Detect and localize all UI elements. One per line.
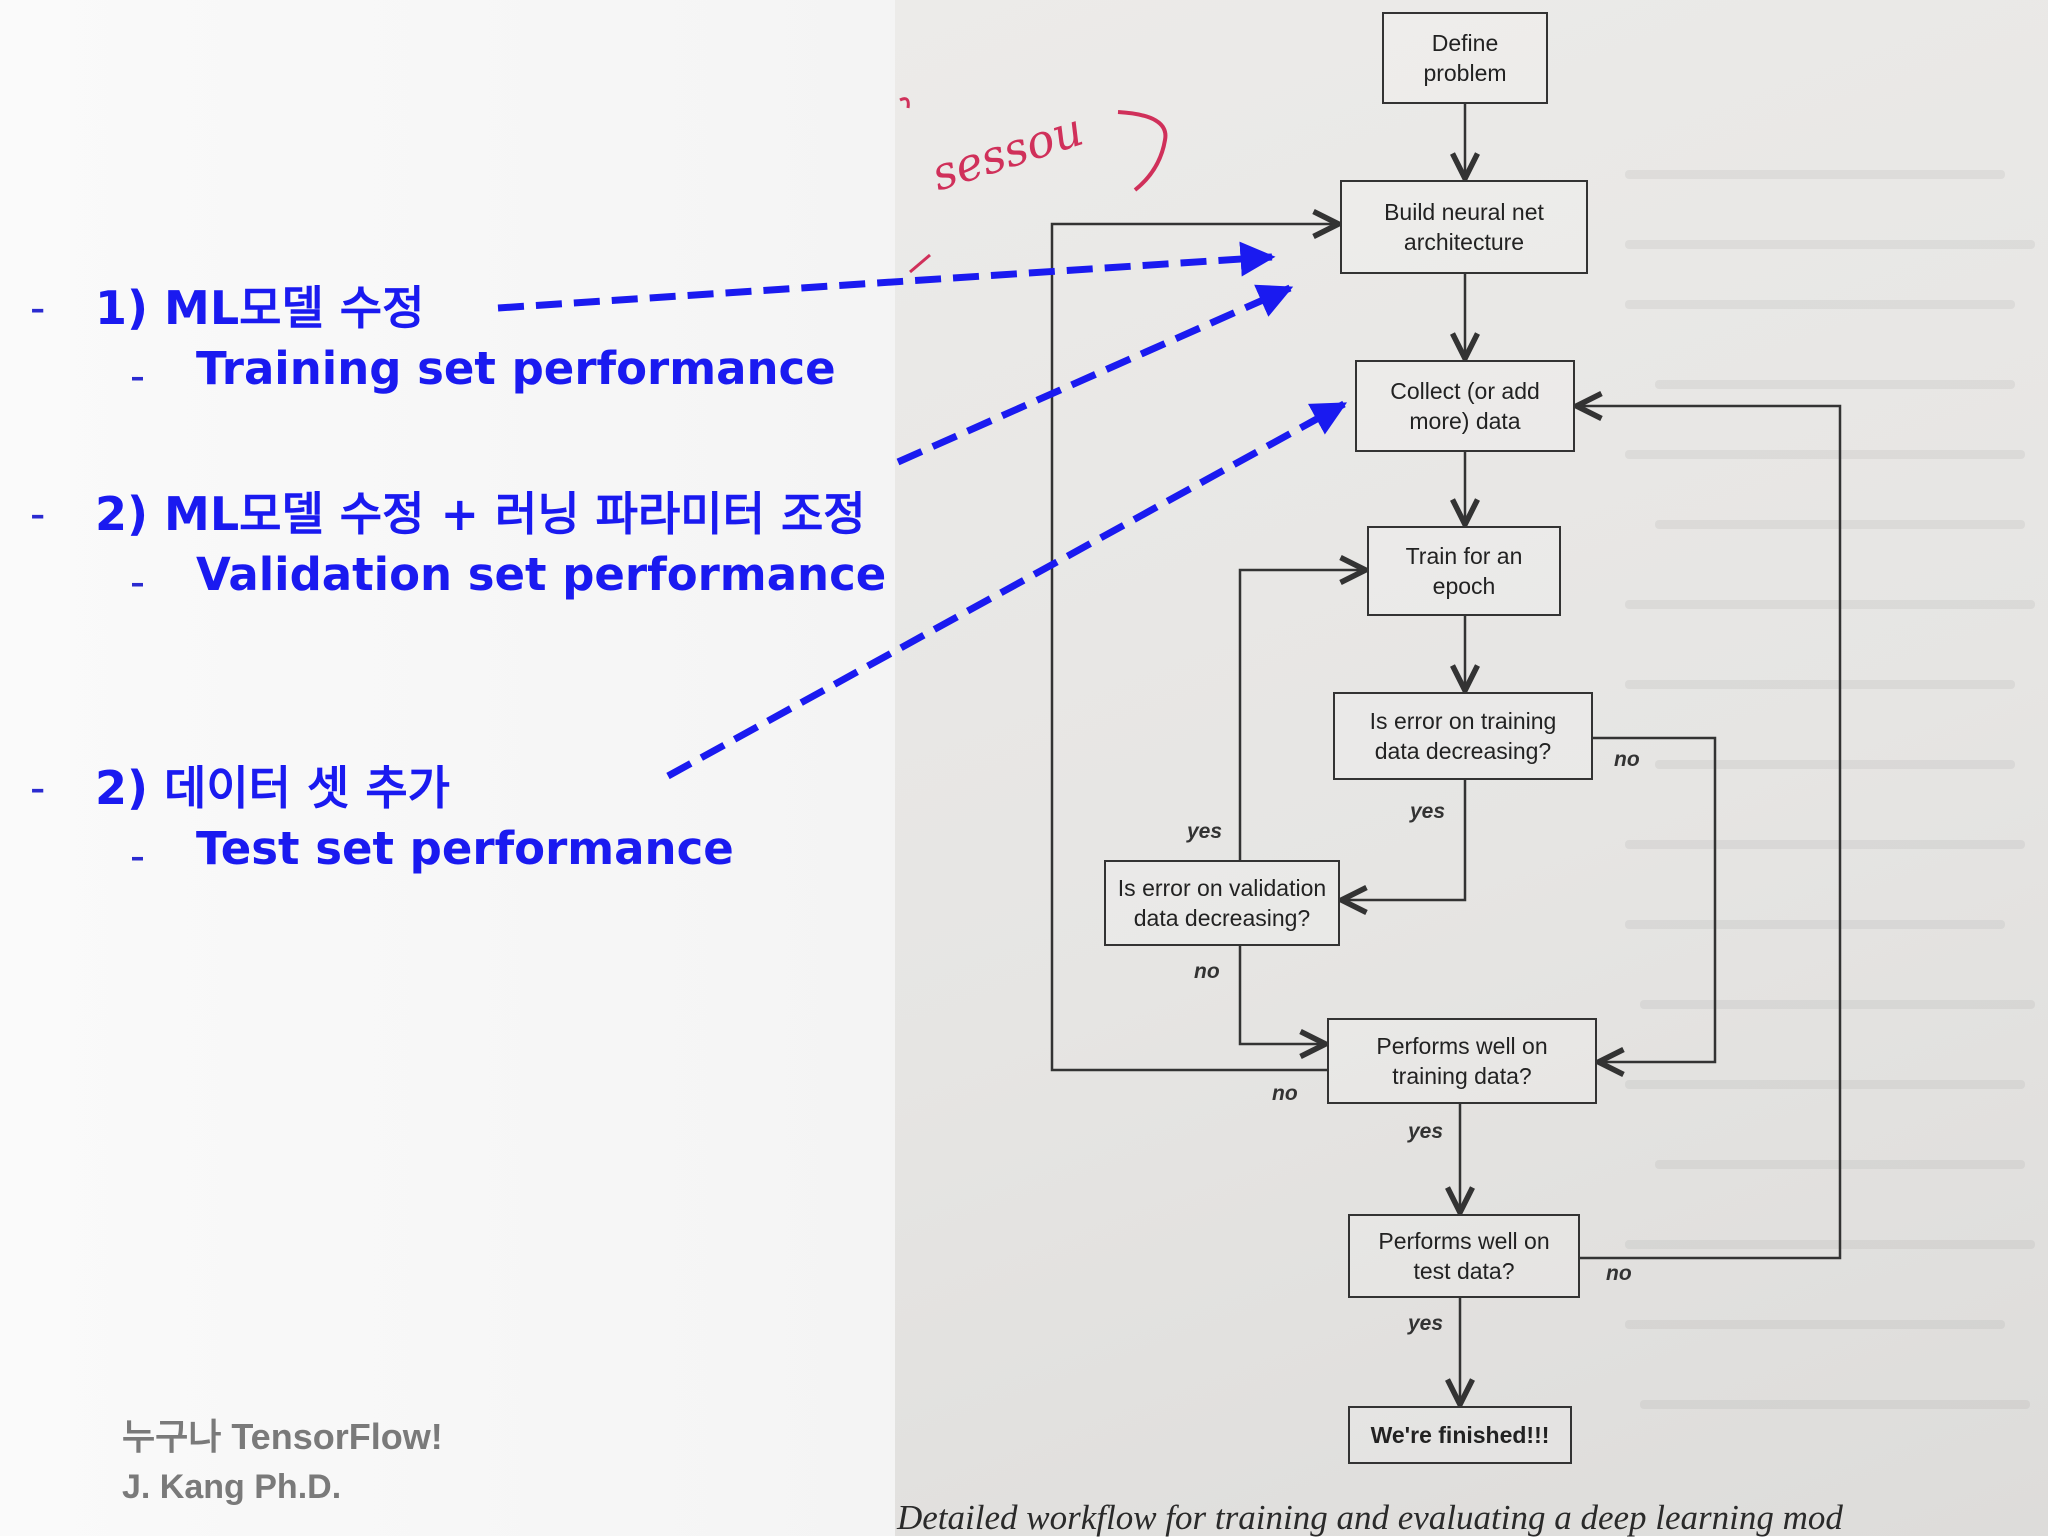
- sub-bullet-validation: Validation set performance: [196, 548, 887, 601]
- red-bracket-mark: [1117, 110, 1168, 192]
- bullet-marker-1: -: [30, 281, 46, 333]
- node-define-problem: Define problem: [1382, 12, 1548, 104]
- label-yes-validation: yes: [1187, 820, 1223, 843]
- sub-bullet-test: Test set performance: [196, 822, 734, 875]
- bullet-marker-2: -: [30, 487, 46, 539]
- edge-perftrain-no: [1050, 224, 1336, 1072]
- red-tick-mark: [909, 253, 931, 274]
- sub-bullet-marker-1: -: [130, 350, 145, 401]
- edge-trainerr-no: [1593, 736, 1717, 1062]
- sub-bullet-training: Training set performance: [196, 342, 836, 395]
- node-training-error: Is error on training data decreasing?: [1333, 692, 1593, 780]
- bullet-item-2: 2) ML모델 수정 + 러닝 파라미터 조정: [95, 487, 866, 541]
- figure-caption: Detailed workflow for training and evalu…: [897, 1498, 1843, 1537]
- label-no-performs-training: no: [1272, 1082, 1298, 1105]
- edge-valerr-yes: [1238, 570, 1363, 860]
- book-page-photo: [895, 0, 2048, 1536]
- label-no-performs-test: no: [1606, 1262, 1632, 1285]
- edge-perftest-no: [1579, 406, 1842, 1260]
- bullet-item-1: 1) ML모델 수정: [95, 281, 425, 335]
- label-yes-performs-test: yes: [1408, 1312, 1444, 1335]
- edge-trainerr-yes: [1344, 780, 1467, 900]
- credit-title: 누구나 TensorFlow!: [122, 1416, 443, 1457]
- label-no-training-error: no: [1614, 748, 1640, 771]
- label-yes-training-error: yes: [1410, 800, 1446, 823]
- node-collect-data: Collect (or add more) data: [1355, 360, 1575, 452]
- sub-bullet-marker-3: -: [130, 830, 145, 881]
- blue-arrow-test: [666, 400, 1348, 780]
- slide-text-panel: - 1) ML모델 수정 - Training set performance …: [0, 0, 895, 1536]
- blue-arrow-validation: [896, 284, 1294, 466]
- label-yes-performs-training: yes: [1408, 1120, 1444, 1143]
- node-performs-training: Performs well on training data?: [1327, 1018, 1597, 1104]
- bullet-marker-3: -: [30, 761, 46, 813]
- sub-bullet-marker-2: -: [130, 556, 145, 607]
- node-build-architecture: Build neural net architecture: [1340, 180, 1588, 274]
- credit-author: J. Kang Ph.D.: [122, 1468, 342, 1506]
- node-performs-test: Performs well on test data?: [1348, 1214, 1580, 1298]
- node-train-epoch: Train for an epoch: [1367, 526, 1561, 616]
- label-no-validation: no: [1194, 960, 1220, 983]
- node-finished: We're finished!!!: [1348, 1406, 1572, 1464]
- bullet-item-3: 2) 데이터 셋 추가: [95, 761, 450, 815]
- blue-arrow-training: [497, 241, 1276, 312]
- edge-valerr-no: [1238, 946, 1323, 1044]
- red-scribble-mark: [899, 97, 910, 109]
